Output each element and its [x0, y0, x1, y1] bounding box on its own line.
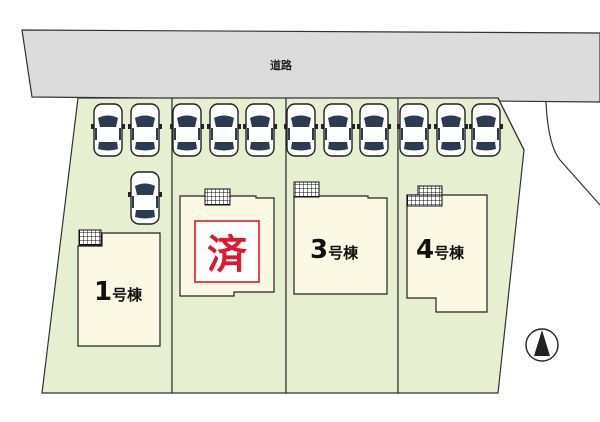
- house-4-suffix: 号棟: [434, 244, 465, 262]
- sold-badge: [194, 220, 260, 283]
- car-icon: [206, 103, 242, 157]
- house-3-footprint: [293, 195, 388, 295]
- sold-label: 済: [207, 232, 248, 278]
- car-icon: [242, 103, 278, 157]
- neighbor-boundary-line: [545, 101, 600, 206]
- car-icon: [320, 103, 356, 157]
- car-icon: [169, 103, 205, 157]
- ac-unit-icon: [293, 181, 320, 198]
- house-3-suffix: 号棟: [328, 244, 359, 262]
- ac-unit-icon: [406, 194, 443, 207]
- ac-unit-icon: [417, 185, 443, 196]
- house-4-label: 4号棟: [416, 235, 465, 265]
- house-4-number: 4: [416, 235, 434, 265]
- house-3-label: 3号棟: [310, 235, 359, 265]
- house-1-label: 1号棟: [94, 277, 143, 307]
- road-label: 道路: [270, 58, 293, 72]
- north-arrow-icon: [525, 328, 559, 362]
- house-1-footprint: [77, 232, 161, 347]
- car-icon: [90, 103, 126, 157]
- house-4-footprint: [406, 194, 488, 313]
- car-icon: [356, 103, 392, 157]
- car-icon: [396, 103, 432, 157]
- house-1-number: 1: [94, 277, 112, 307]
- car-icon: [433, 103, 469, 157]
- car-icon: [468, 103, 504, 157]
- house-1-suffix: 号棟: [112, 286, 143, 304]
- boundary-corner-line: [497, 97, 525, 151]
- ac-unit-icon: [78, 229, 102, 246]
- car-icon: [127, 103, 163, 157]
- house-3-number: 3: [310, 235, 328, 265]
- car-icon: [283, 103, 319, 157]
- ac-unit-icon: [204, 188, 231, 206]
- road: [21, 29, 600, 103]
- car-icon: [127, 171, 163, 225]
